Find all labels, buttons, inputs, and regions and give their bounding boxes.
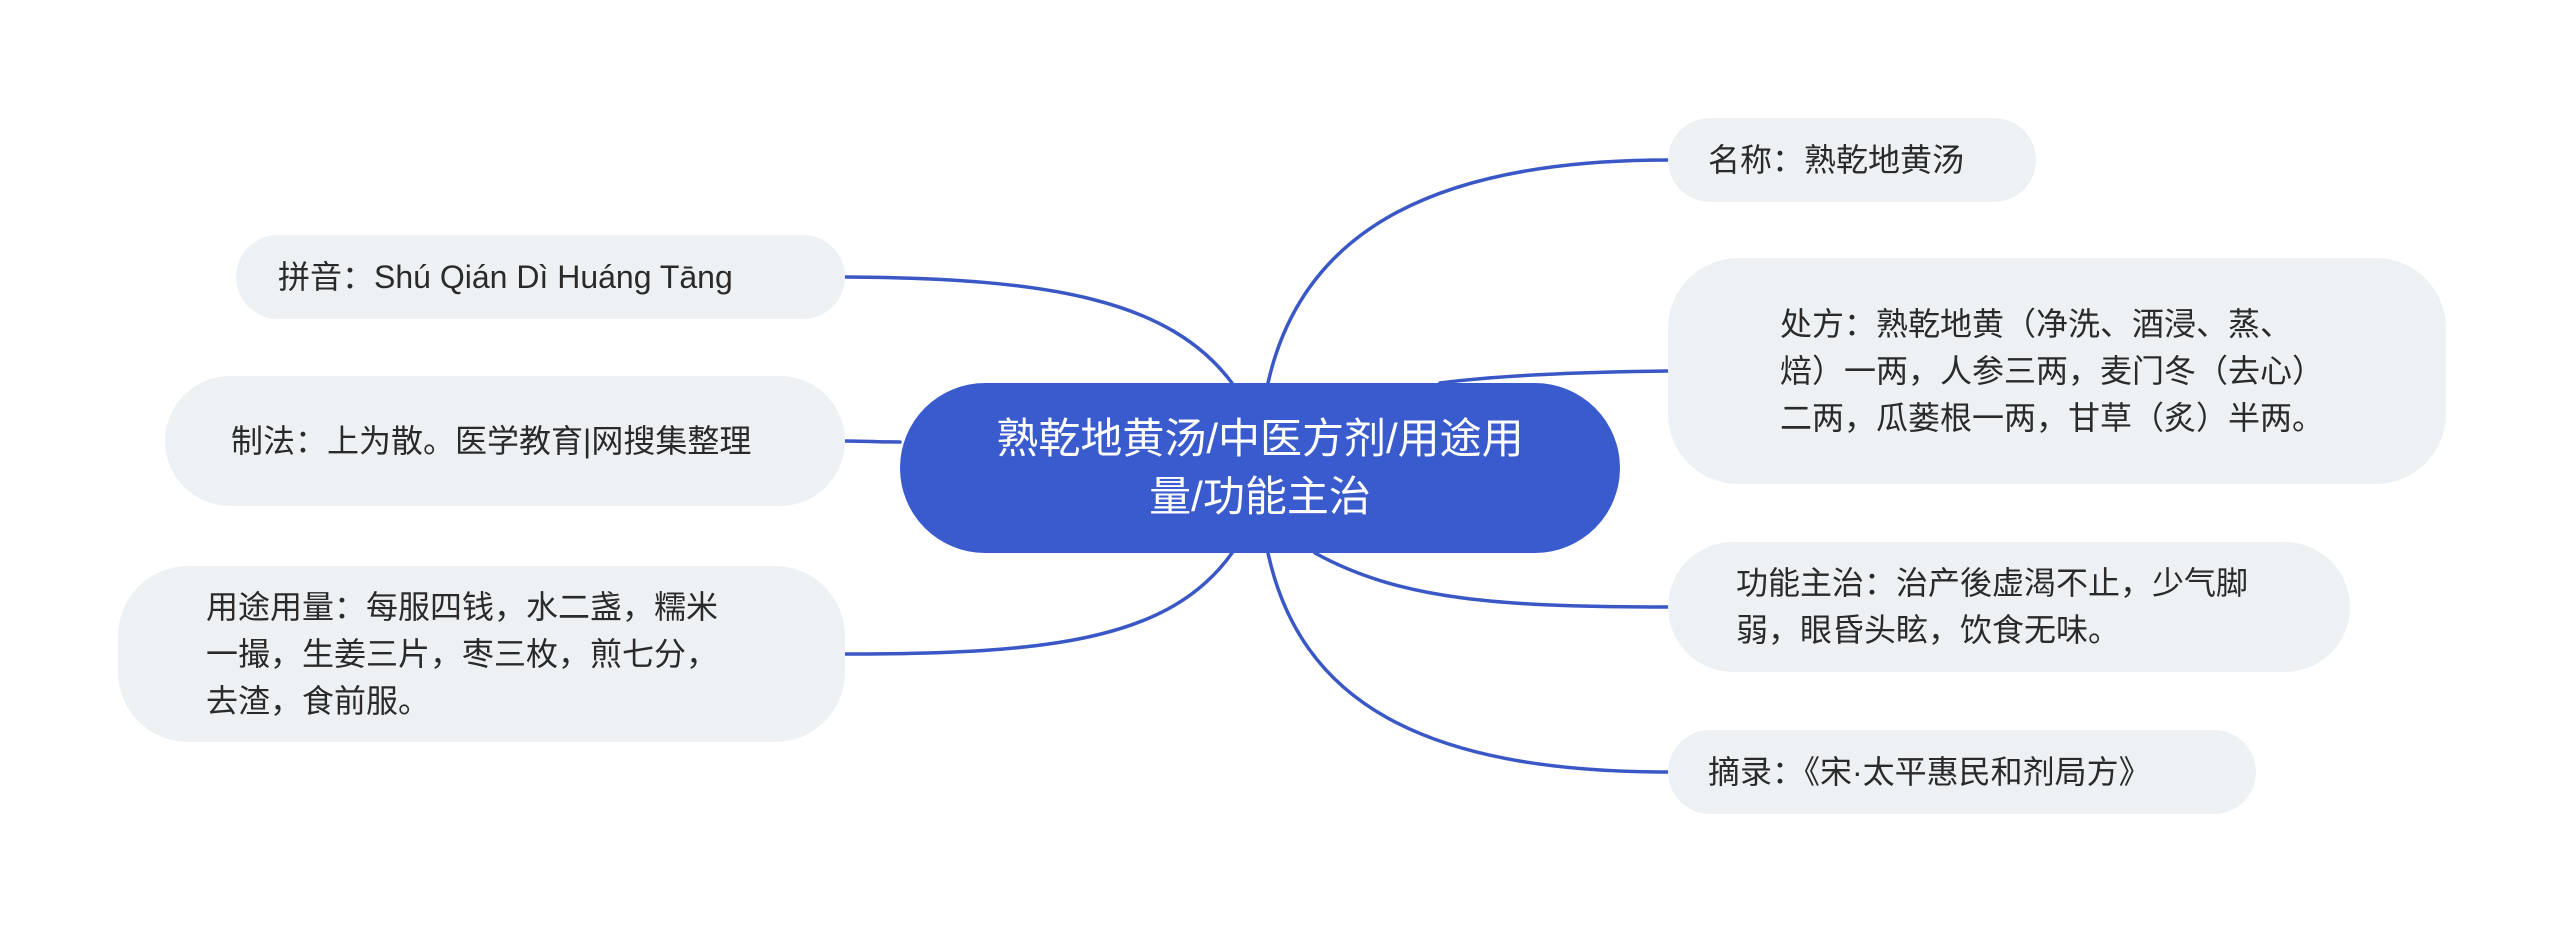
connector-preparation bbox=[843, 439, 902, 444]
connector-indications bbox=[1313, 551, 1670, 609]
node-prescription-label: 处方：熟乾地黄（净洗、酒浸、蒸、焙）一两，人参三两，麦门冬（去心）二两，瓜蒌根一… bbox=[1780, 305, 2325, 436]
node-usage[interactable]: 用途用量：每服四钱，水二盏，糯米一撮，生姜三片，枣三枚，煎七分，去渣，食前服。 bbox=[118, 566, 845, 742]
node-prescription[interactable]: 处方：熟乾地黄（净洗、酒浸、蒸、焙）一两，人参三两，麦门冬（去心）二两，瓜蒌根一… bbox=[1668, 258, 2446, 484]
connector-source bbox=[1266, 551, 1670, 774]
node-source-label: 摘录：《宋·太平惠民和剂局方》 bbox=[1708, 753, 2151, 790]
connector-prescription bbox=[1438, 369, 1670, 385]
node-name-label: 名称：熟乾地黄汤 bbox=[1708, 141, 1965, 178]
node-preparation[interactable]: 制法：上为散。医学教育|网搜集整理 bbox=[165, 376, 845, 506]
node-usage-label: 用途用量：每服四钱，水二盏，糯米一撮，生姜三片，枣三枚，煎七分，去渣，食前服。 bbox=[206, 588, 719, 719]
connector-name bbox=[1266, 158, 1670, 385]
node-indications-label: 功能主治：治产後虚渴不止，少气脚弱，眼昏头眩，饮食无味。 bbox=[1736, 565, 2249, 648]
central-topic-label: 熟乾地黄汤/中医方剂/用途用量/功能主治 bbox=[996, 415, 1524, 520]
node-source[interactable]: 摘录：《宋·太平惠民和剂局方》 bbox=[1668, 730, 2256, 814]
node-name[interactable]: 名称：熟乾地黄汤 bbox=[1668, 118, 2036, 202]
central-topic-node[interactable]: 熟乾地黄汤/中医方剂/用途用量/功能主治 bbox=[900, 383, 1620, 553]
node-preparation-label: 制法：上为散。医学教育|网搜集整理 bbox=[231, 422, 752, 459]
connector-pinyin bbox=[843, 275, 1234, 385]
node-indications[interactable]: 功能主治：治产後虚渴不止，少气脚弱，眼昏头眩，饮食无味。 bbox=[1668, 542, 2350, 672]
node-pinyin-label: 拼音：Shú Qián Dì Huáng Tāng bbox=[278, 258, 733, 295]
connector-usage bbox=[843, 551, 1234, 656]
node-pinyin[interactable]: 拼音：Shú Qián Dì Huáng Tāng bbox=[236, 235, 845, 319]
